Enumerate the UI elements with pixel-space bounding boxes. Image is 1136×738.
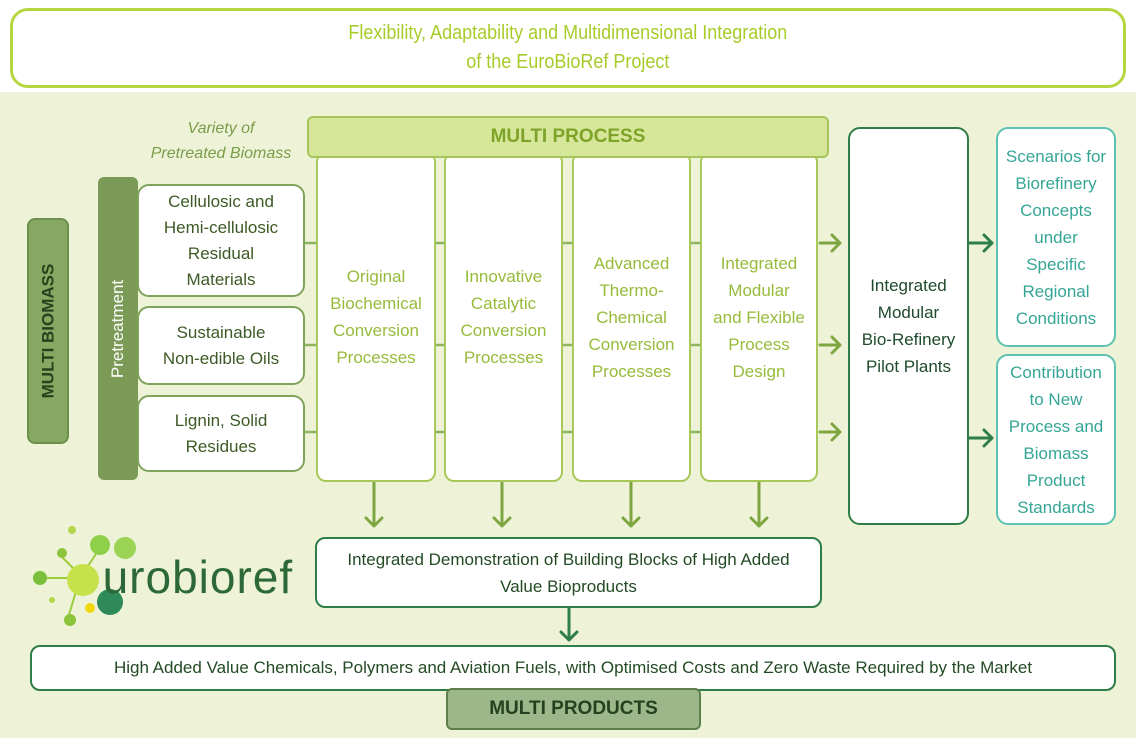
title-box: Flexibility, Adaptability and Multidimen… — [10, 8, 1126, 88]
logo-text: urobioref — [102, 551, 294, 603]
multi-process-header: MULTI PROCESS — [307, 116, 829, 158]
feedstock-oils: Sustainable Non-edible Oils — [137, 306, 305, 385]
process-thermochemical: Advanced Thermo- Chemical Conversion Pro… — [572, 152, 691, 482]
feedstock-lignin: Lignin, Solid Residues — [137, 395, 305, 472]
demonstration-box: Integrated Demonstration of Building Blo… — [315, 537, 822, 608]
multi-biomass-label: MULTI BIOMASS — [38, 263, 58, 399]
variety-label: Variety of Pretreated Biomass — [150, 120, 292, 162]
multi-biomass-box: MULTI BIOMASS — [27, 218, 69, 444]
outcome-standards: Contribution to New Process and Biomass … — [996, 354, 1116, 525]
pilot-plants-box: Integrated Modular Bio-Refinery Pilot Pl… — [848, 127, 969, 525]
multi-products-label: MULTI PRODUCTS — [446, 688, 701, 730]
process-catalytic: Innovative Catalytic Conversion Processe… — [444, 152, 563, 482]
eurobioref-logo: eurobioref — [76, 550, 293, 604]
process-biochemical: Original Biochemical Conversion Processe… — [316, 152, 436, 482]
pretreatment-box: Pretreatment — [98, 177, 138, 480]
outcome-scenarios: Scenarios for Biorefinery Concepts under… — [996, 127, 1116, 347]
logo-molecule-icon — [33, 526, 136, 626]
pretreatment-label: Pretreatment — [108, 279, 128, 378]
title-line-1: Flexibility, Adaptability and Multidimen… — [348, 22, 788, 44]
process-modular-design: Integrated Modular and Flexible Process … — [700, 152, 818, 482]
arrow-icons — [364, 233, 842, 528]
feedstock-cellulosic: Cellulosic and Hemi-cellulosic Residual … — [137, 184, 305, 297]
title-line-2: of the EuroBioRef Project — [466, 51, 670, 73]
page-title: Flexibility, Adaptability and Multidimen… — [349, 19, 788, 77]
final-products-box: High Added Value Chemicals, Polymers and… — [30, 645, 1116, 691]
